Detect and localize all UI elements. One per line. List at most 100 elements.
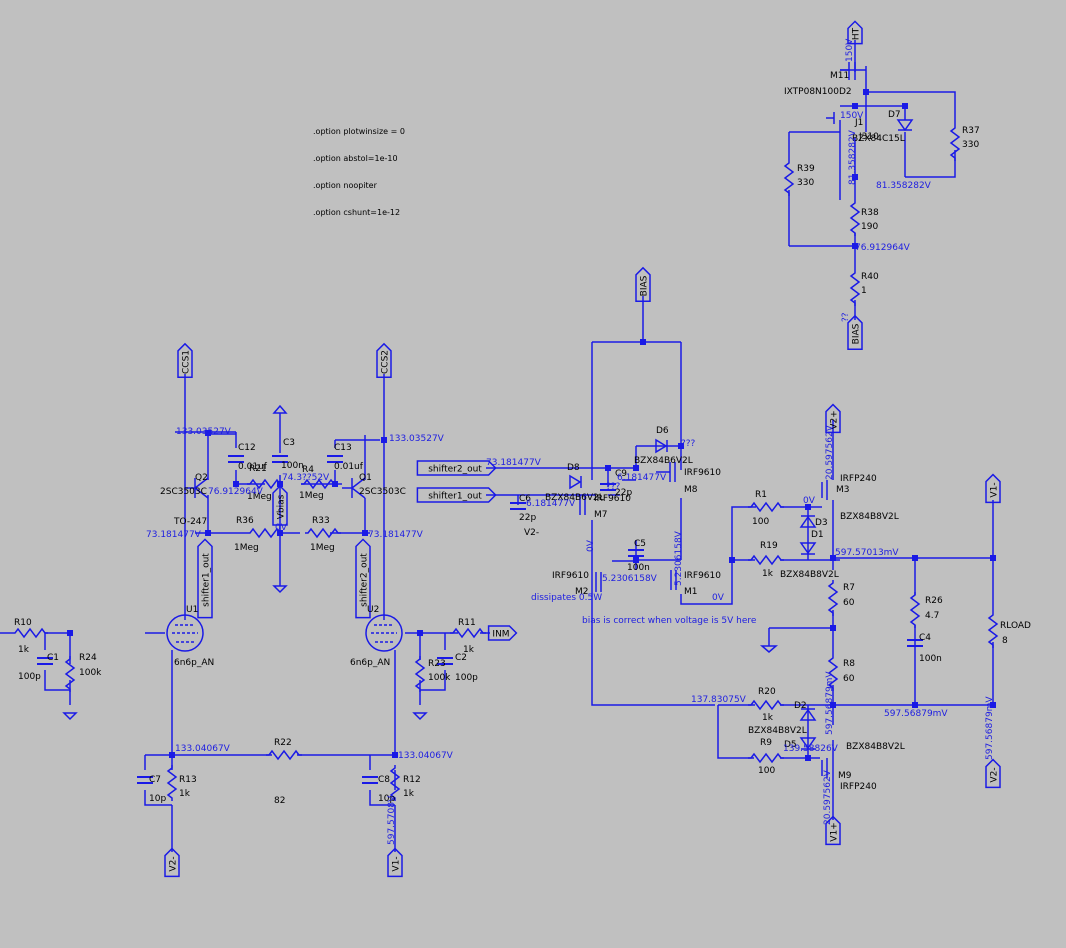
- capacitor-c9-symbol: [600, 483, 616, 491]
- component-label: R36: [236, 516, 254, 526]
- wires: [0, 40, 994, 852]
- zener-d3-symbol: [799, 515, 817, 528]
- net-port-label: V1-: [392, 856, 402, 871]
- component-label: V2-: [524, 528, 539, 538]
- component-label: C4: [919, 633, 931, 643]
- component-label: RLOAD: [1000, 621, 1031, 631]
- net-port-label: CCS2: [381, 350, 391, 374]
- component-label: 100n: [627, 563, 650, 573]
- voltage-annotation: 597.5708V: [387, 795, 397, 845]
- net-port-v2-right: V2-: [985, 758, 1001, 789]
- voltage-annotation: 0V: [803, 496, 816, 506]
- capacitor-c5-symbol: [628, 549, 644, 557]
- voltage-annotation: 150V: [845, 38, 855, 62]
- transistors: [185, 62, 856, 778]
- component-label: BZX84B8V2L: [780, 570, 839, 580]
- net-port-label: V2-: [990, 767, 1000, 782]
- voltage-annotation: 133.03527V: [176, 427, 232, 437]
- component-label: R9: [760, 738, 772, 748]
- net-port-label: V1-: [990, 482, 1000, 497]
- voltage-annotations: 150V150V81.358282V81.358282V76.912964V??…: [146, 38, 995, 845]
- component-label: R12: [403, 775, 421, 785]
- capacitor-c8-symbol: [362, 776, 378, 784]
- component-label: R7: [843, 583, 855, 593]
- component-label: M8: [684, 485, 698, 495]
- component-label: 4.7: [925, 611, 939, 621]
- capacitors: [37, 455, 923, 784]
- component-label: IXTP08N100D2: [784, 87, 852, 97]
- component-label: R1: [755, 490, 767, 500]
- net-port-v2m-left: V2-: [164, 847, 180, 878]
- component-label: J310: [858, 132, 879, 142]
- mosfet-m3-symbol: [821, 480, 828, 500]
- voltage-annotation: 73.181477V: [486, 458, 542, 468]
- voltage-annotation: 150V: [840, 111, 864, 121]
- jfet-j1-symbol: [826, 112, 835, 124]
- component-label: C9: [615, 469, 627, 479]
- net-port-label: shifter2_out: [428, 465, 482, 475]
- capacitor-c12-symbol: [228, 455, 244, 463]
- capacitor-c6-symbol: [510, 502, 526, 510]
- component-label: 100n: [919, 654, 942, 664]
- spice-option-line: .option plotwinsize = 0: [313, 127, 405, 136]
- component-label: 100n: [281, 461, 304, 471]
- voltage-annotation: 20.597562V: [825, 424, 835, 480]
- component-label: IRF9610: [552, 571, 589, 581]
- component-label: 1k: [179, 789, 191, 799]
- spice-option-line: .option cshunt=1e-12: [313, 208, 401, 217]
- net-port-vbias: Vbias: [272, 484, 288, 526]
- mosfet-m9-symbol: [821, 758, 828, 778]
- component-label: M7: [594, 510, 608, 520]
- voltage-annotation: 0V: [586, 539, 596, 552]
- voltage-annotation: 597.56879mV: [825, 671, 835, 735]
- component-label: C6: [519, 494, 531, 504]
- component-label: R4: [302, 465, 314, 475]
- supply-arrow-symbol: [272, 404, 288, 414]
- component-label: 2SC3503C: [359, 487, 406, 497]
- net-port-label: BIAS: [852, 323, 862, 344]
- resistor-r26-symbol: [910, 591, 920, 629]
- component-label: 82: [274, 796, 285, 806]
- component-label: R38: [861, 208, 879, 218]
- bjt-q1-symbol: [342, 477, 366, 499]
- net-port-ht: HT: [847, 20, 863, 45]
- component-label: R40: [861, 272, 879, 282]
- component-label: 1Meg: [247, 492, 272, 502]
- component-label: 0.01uf: [238, 462, 268, 472]
- net-port-ccs2: CCS2: [376, 342, 392, 378]
- spice-option-line: .option abstol=1e-10: [313, 154, 398, 163]
- zener-d1-symbol: [799, 542, 817, 555]
- component-label: R20: [758, 687, 776, 697]
- component-label: 330: [962, 140, 979, 150]
- ground-symbol: [62, 712, 78, 721]
- net-port-v1m-right: V1-: [985, 473, 1001, 504]
- voltage-annotation: 133.03527V: [389, 434, 445, 444]
- vacuum-tubes: [166, 614, 403, 652]
- voltage-annotation: ???: [681, 439, 696, 449]
- component-label: D1: [811, 530, 824, 540]
- component-label: D7: [888, 110, 901, 120]
- net-port-shift2: shifter2_out: [416, 460, 497, 476]
- voltage-annotation: 76.912964V: [855, 243, 911, 253]
- ground-symbol: [412, 712, 428, 721]
- voltage-annotation: 137.83075V: [691, 695, 747, 705]
- component-label: D8: [567, 463, 580, 473]
- component-label: 1k: [762, 569, 774, 579]
- component-label: R22: [274, 738, 292, 748]
- tube-u1-symbol: [166, 614, 204, 652]
- capacitor-c2-symbol: [437, 657, 453, 665]
- mosfet-m2-symbol: [595, 572, 602, 592]
- voltage-annotation: 597.57013mV: [835, 548, 899, 558]
- net-port-label: HT: [852, 27, 862, 40]
- spice-options: .option plotwinsize = 0 .option abstol=1…: [313, 109, 405, 226]
- zener-d5-symbol: [799, 737, 817, 750]
- component-label: D2: [794, 701, 807, 711]
- spice-option-line: .option noopiter: [313, 181, 377, 190]
- net-port-label: INM: [492, 630, 509, 640]
- component-label: 1k: [18, 645, 30, 655]
- voltage-annotation: 597.56879mV: [884, 709, 948, 719]
- net-port-label: V2-: [169, 856, 179, 871]
- component-label: C1: [47, 653, 59, 663]
- component-label: 10p: [378, 794, 395, 804]
